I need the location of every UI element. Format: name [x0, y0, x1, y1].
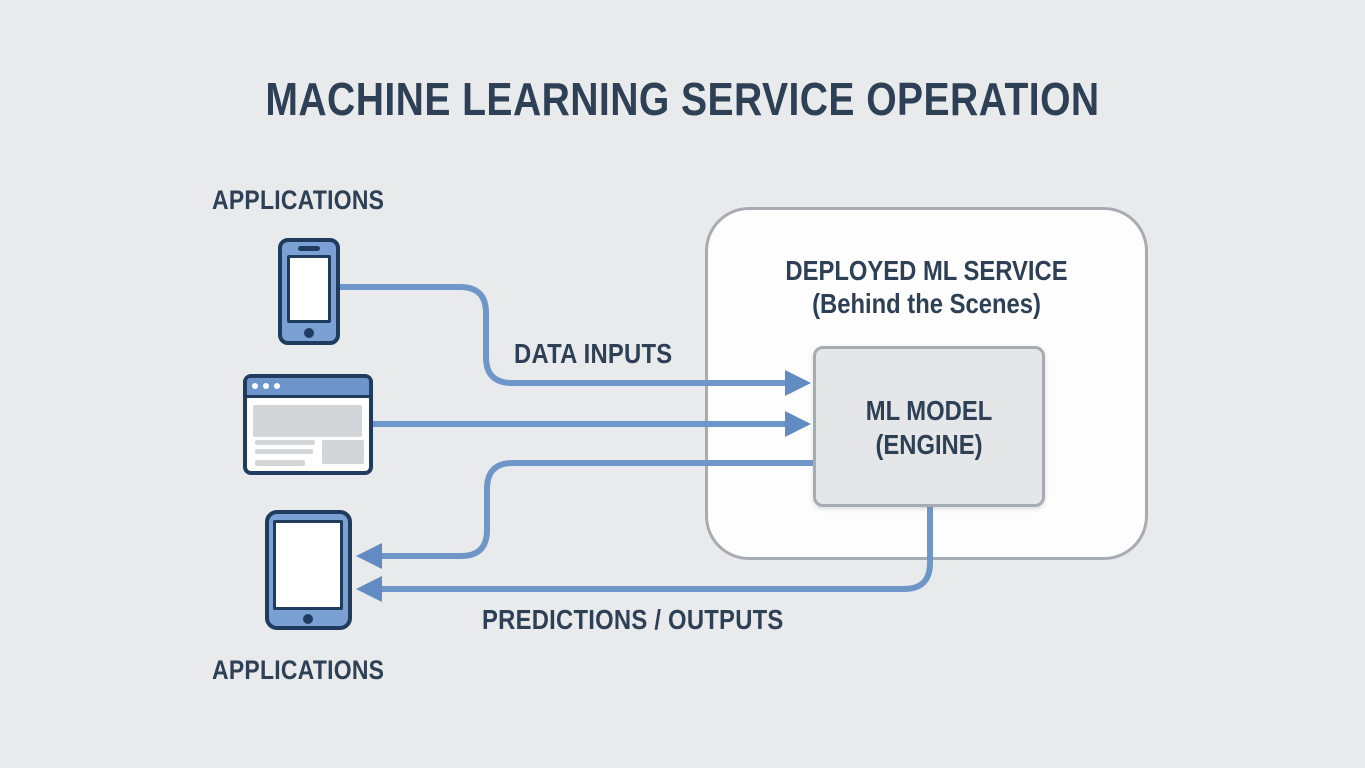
- output-arrow-model-to-tablet-lower: [356, 498, 933, 602]
- browser-dot: [274, 383, 280, 389]
- applications-top-label: APPLICATIONS: [212, 185, 385, 215]
- tablet-icon: [265, 510, 352, 630]
- page-title: MACHINE LEARNING SERVICE OPERATION: [0, 72, 1365, 126]
- predictions-outputs-label: PREDICTIONS / OUTPUTS: [482, 604, 784, 635]
- model-box-line1: ML MODEL: [865, 395, 993, 426]
- smartphone-icon: [278, 238, 340, 345]
- browser-content-block: [253, 405, 362, 437]
- phone-speaker: [298, 246, 320, 251]
- browser-side-block: [322, 440, 364, 464]
- ml-model-box: ML MODEL (ENGINE): [813, 346, 1045, 507]
- browser-text-line: [255, 440, 315, 445]
- input-arrow-phone-to-model: [334, 284, 811, 396]
- browser-text-line: [255, 460, 305, 466]
- browser-window-icon: [243, 374, 373, 475]
- browser-dot: [263, 383, 269, 389]
- applications-bottom-label: APPLICATIONS: [212, 655, 385, 685]
- browser-text-line: [255, 449, 313, 454]
- tablet-screen: [273, 520, 343, 610]
- input-arrow-browser-to-model: [370, 411, 811, 437]
- tablet-home-button: [303, 614, 313, 624]
- browser-dot: [252, 383, 258, 389]
- phone-screen: [287, 255, 331, 323]
- page-title-text: MACHINE LEARNING SERVICE OPERATION: [265, 73, 1100, 125]
- service-box-title-line1: DEPLOYED ML SERVICE: [785, 255, 1068, 286]
- service-box-title-line2: (Behind the Scenes): [812, 288, 1041, 319]
- phone-home-button: [304, 328, 314, 338]
- output-arrow-model-to-tablet-upper: [356, 460, 832, 569]
- browser-title-bar: [247, 378, 369, 398]
- data-inputs-label: DATA INPUTS: [514, 338, 673, 369]
- model-box-line2: (ENGINE): [875, 429, 983, 460]
